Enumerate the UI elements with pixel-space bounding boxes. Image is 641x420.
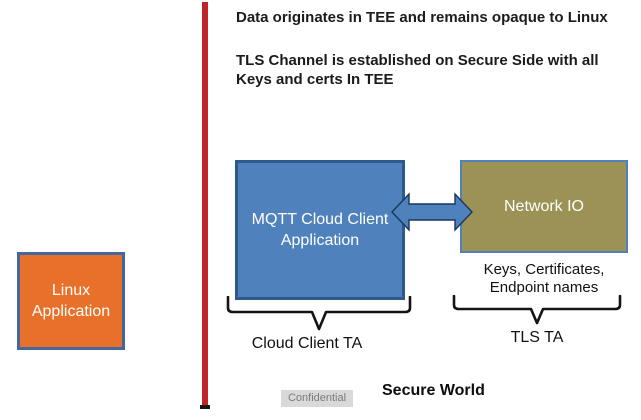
cloud-client-ta-label: Cloud Client TA — [251, 335, 363, 352]
network-io-label: Network IO — [503, 198, 584, 215]
note-tls-channel: TLS Channel is established on Secure Sid… — [236, 51, 599, 89]
note-data-origin: Data originates in TEE and remains opaqu… — [236, 9, 608, 26]
linux-application-box: Linux Application — [17, 252, 125, 350]
double-arrow-icon — [391, 192, 473, 232]
keys-certificates-line1: Keys, Certificates, — [483, 261, 605, 278]
keys-certificates-caption: Keys, Certificates, Endpoint names — [455, 261, 633, 297]
tls-ta-label: TLS TA — [510, 329, 564, 346]
world-separator-line — [202, 2, 208, 405]
note-tls-channel-line2: Keys and certs In TEE — [236, 71, 394, 88]
keys-certificates-line2: Endpoint names — [489, 279, 599, 296]
tls-ta-brace-icon — [452, 295, 622, 325]
secure-world-label: Secure World — [382, 382, 485, 399]
mqtt-cloud-client-label-line1: MQTT Cloud Client — [251, 211, 389, 228]
world-separator-line-end-cap — [200, 405, 210, 409]
linux-application-label-line2: Application — [31, 303, 111, 320]
cloud-client-ta-brace-icon — [226, 296, 412, 331]
note-tls-channel-line1: TLS Channel is established on Secure Sid… — [236, 52, 599, 69]
linux-application-label-line1: Linux — [51, 282, 91, 299]
confidential-watermark: Confidential — [281, 390, 353, 407]
network-io-box: Network IO — [460, 160, 628, 253]
mqtt-cloud-client-box: MQTT Cloud Client Application — [235, 160, 405, 300]
mqtt-cloud-client-label-line2: Application — [280, 232, 360, 249]
